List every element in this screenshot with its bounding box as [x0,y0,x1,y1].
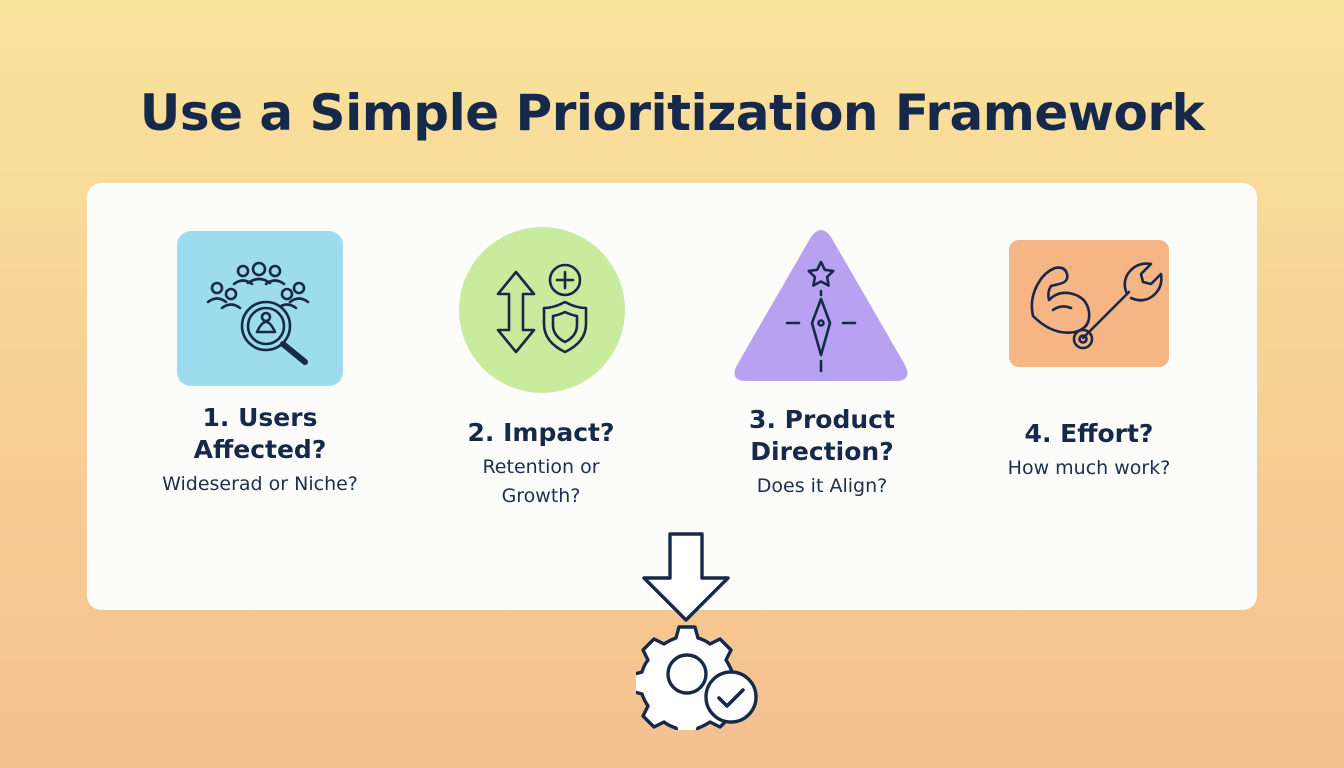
step-subtitle-line: Does it Align? [756,475,888,497]
impact-tile [458,226,626,394]
users-affected-tile [177,231,343,386]
step-title-line: 1. Users [202,403,318,432]
step-users-affected: 1. Users Affected? Wideserad or Niche? [140,402,380,499]
page-title: Use a Simple Prioritization Framework [139,84,1205,142]
users-search-icon [177,231,343,386]
step-product-direction: 3. Product Direction? Does it Align? [702,404,942,501]
arrows-shield-icon [459,227,625,393]
step-title-line: 4. Effort? [1024,419,1154,448]
step-title-line: Direction? [750,437,894,466]
step-subtitle-line: Wideserad or Niche? [162,473,358,495]
step-title-line: Affected? [193,435,327,464]
direction-tile [733,229,909,383]
step-title-line: 3. Product [749,405,895,434]
step-subtitle-line: Growth? [501,485,581,507]
step-subtitle-line: Retention or [482,456,600,478]
effort-tile [1009,240,1169,367]
gear-check-icon [636,625,758,730]
step-title-line: 2. Impact? [467,418,615,447]
step-effort: 4. Effort? How much work? [969,418,1209,483]
step-impact: 2. Impact? Retention or Growth? [421,417,661,511]
compass-star-icon [734,230,908,381]
step-subtitle-line: How much work? [1007,457,1171,479]
muscle-wrench-icon [1009,240,1169,367]
down-arrow-icon [642,532,730,622]
